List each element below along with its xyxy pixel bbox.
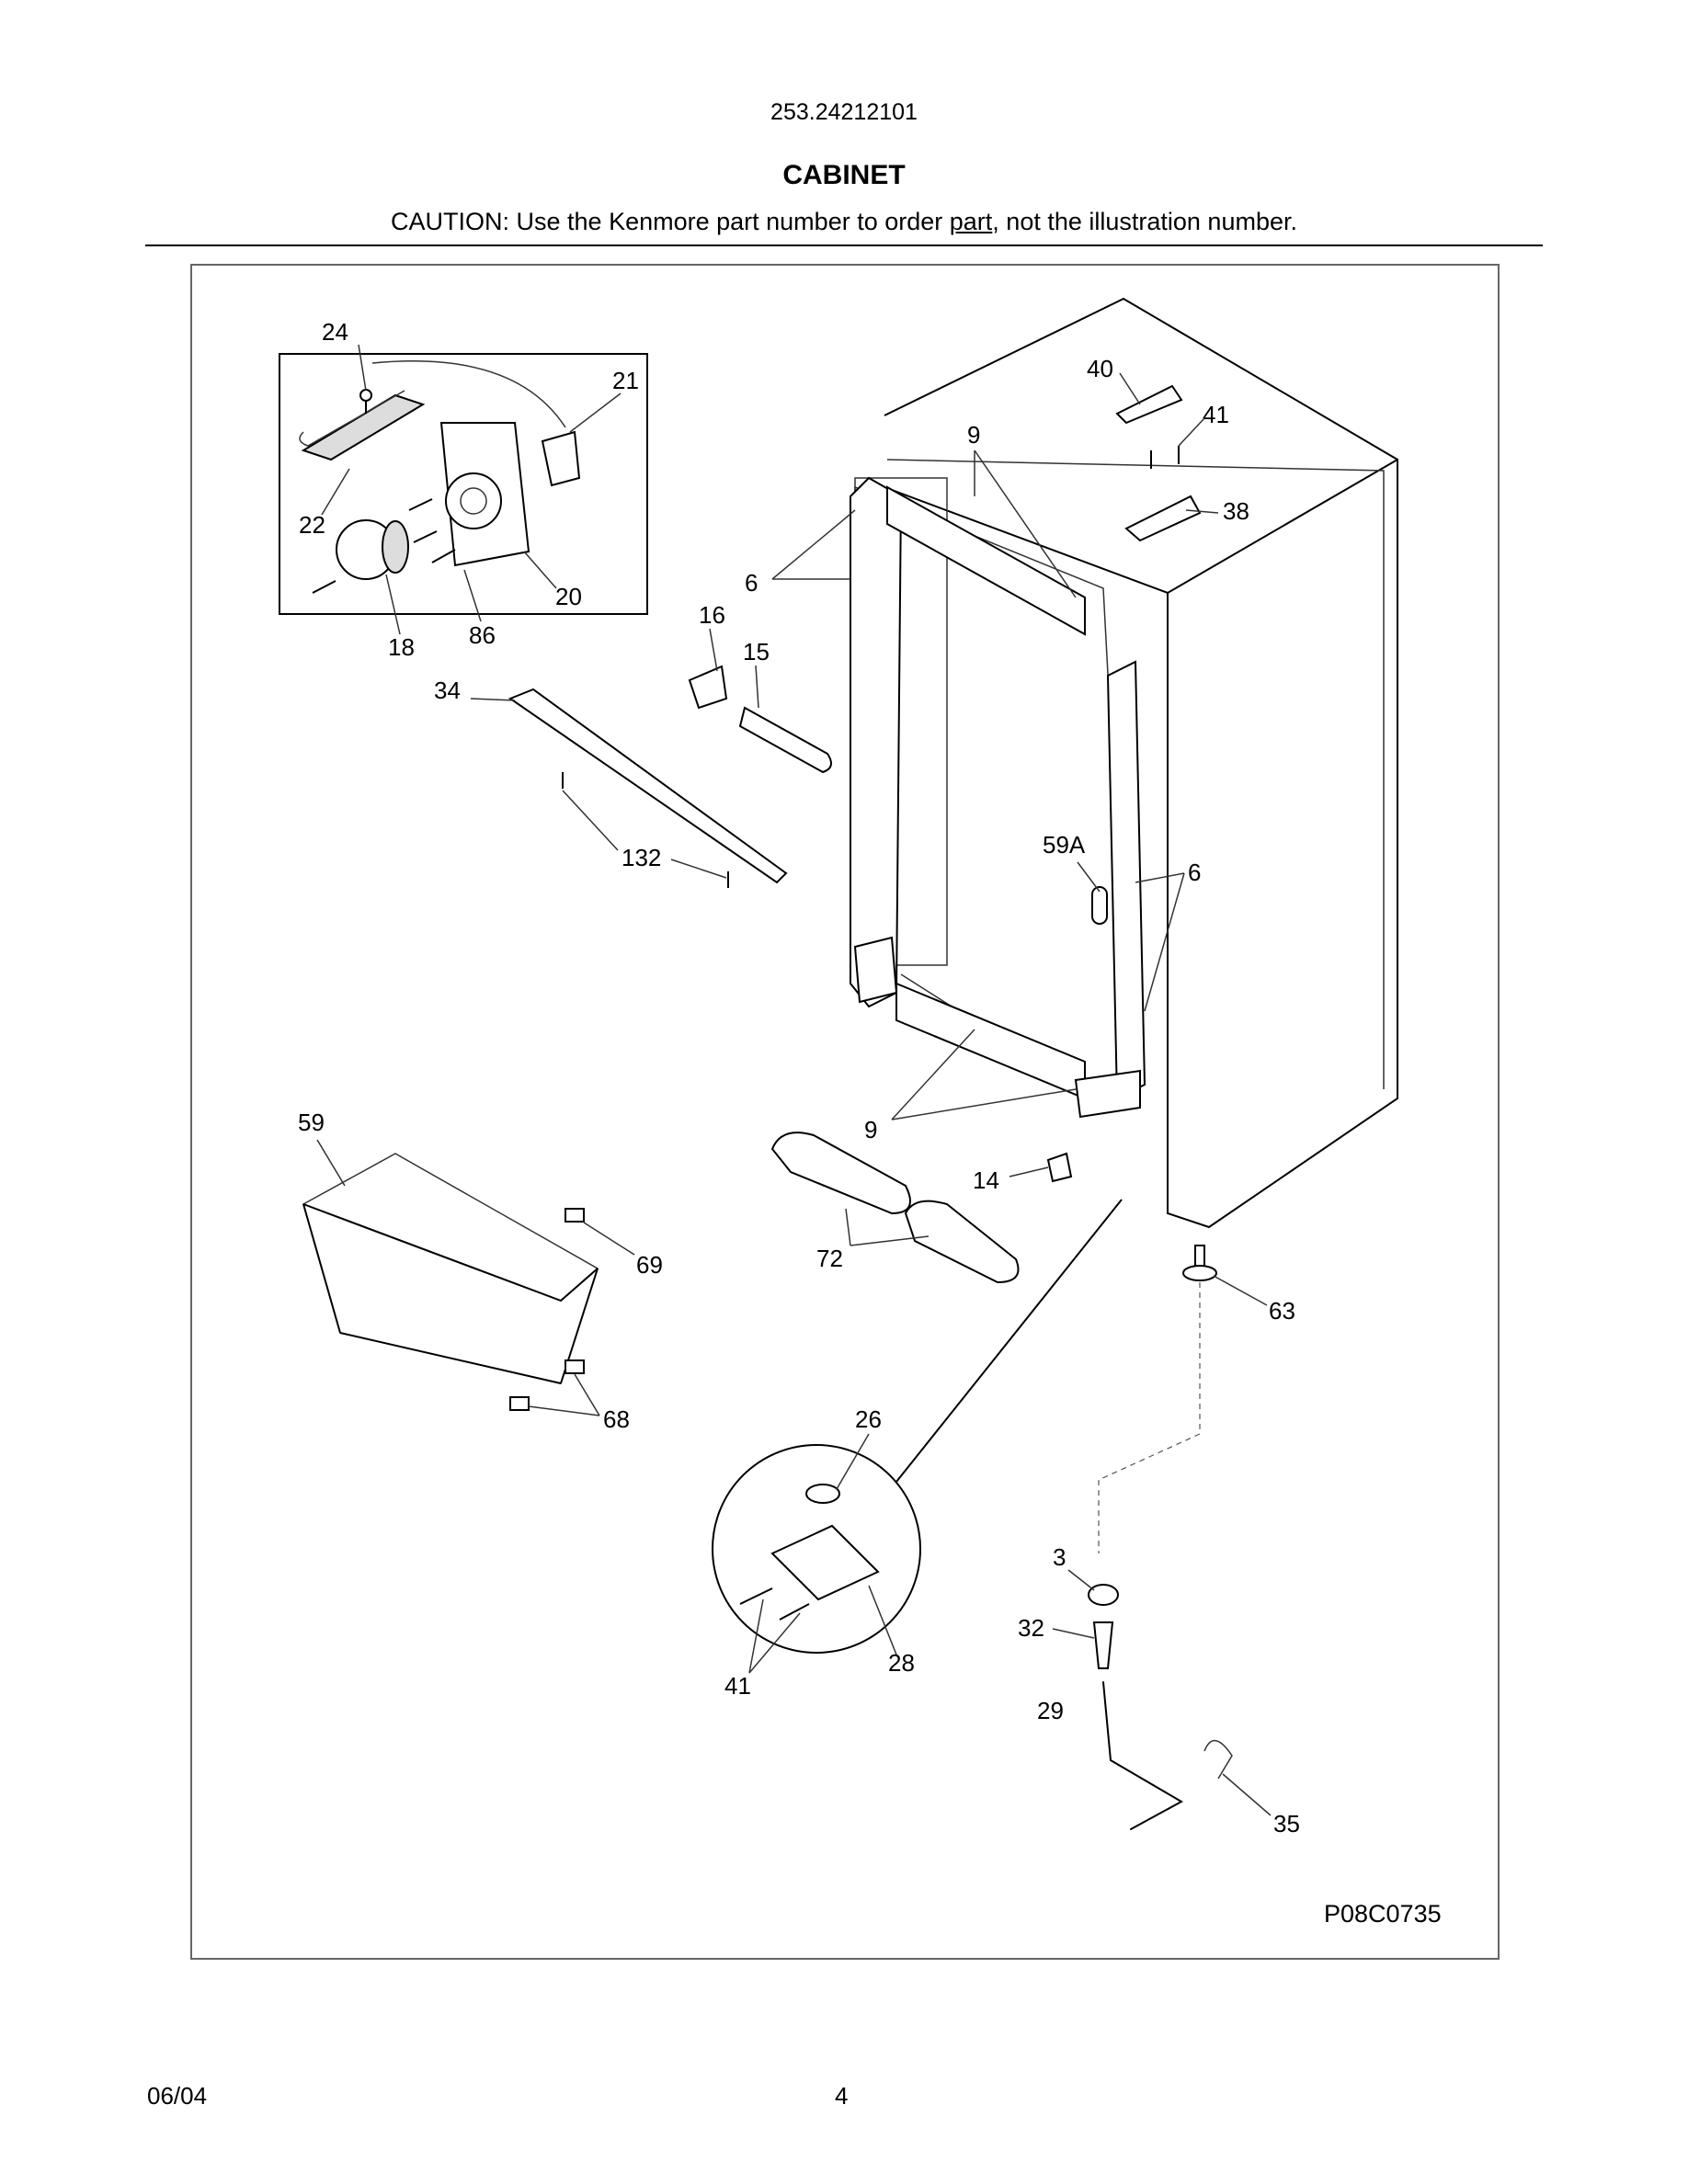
callout-41-top: 41 (1203, 401, 1229, 428)
callout-40: 40 (1087, 355, 1113, 382)
callout-6-right: 6 (1188, 859, 1201, 886)
breaker-strips (850, 476, 1146, 1119)
callout-34: 34 (434, 677, 461, 704)
control-inset-box (279, 353, 648, 615)
header-rule (145, 245, 1543, 246)
callout-16: 16 (699, 601, 725, 629)
top-hinge-parts (1115, 384, 1202, 542)
control-assembly-parts (299, 360, 581, 594)
callout-24: 24 (322, 318, 348, 346)
callout-32: 32 (1018, 1614, 1044, 1642)
callout-68: 68 (603, 1405, 630, 1433)
callout-69: 69 (636, 1251, 663, 1279)
callout-29: 29 (1037, 1697, 1064, 1724)
caution-suffix: , not the illustration number. (992, 208, 1297, 235)
light-lens (1091, 886, 1108, 925)
callout-63: 63 (1269, 1297, 1295, 1325)
drain-parts (1088, 1584, 1233, 1830)
callout-9-bottom: 9 (864, 1116, 877, 1143)
callout-22: 22 (299, 511, 325, 539)
model-number: 253.24212101 (770, 99, 918, 125)
callout-38: 38 (1223, 497, 1249, 525)
shelf-strip (508, 688, 788, 888)
hinge-detail-inset (712, 1199, 1123, 1654)
callout-35: 35 (1273, 1810, 1300, 1837)
callout-28: 28 (888, 1649, 915, 1677)
caution-prefix: CAUTION: Use the Kenmore part number to … (391, 208, 950, 235)
callout-14: 14 (973, 1166, 999, 1194)
section-title: CABINET (782, 160, 906, 190)
callout-leader-lines (316, 344, 1272, 1816)
page-number: 4 (835, 2082, 849, 2110)
wire-basket (302, 1153, 599, 1411)
callout-132: 132 (622, 844, 661, 871)
callout-86: 86 (469, 621, 496, 649)
callout-18: 18 (388, 633, 415, 661)
callout-21: 21 (612, 367, 639, 394)
kick-grilles (770, 1132, 1020, 1284)
callout-labels: 24 21 22 20 18 86 16 15 6 9 40 41 38 34 … (298, 318, 1300, 1837)
callout-3: 3 (1053, 1543, 1066, 1571)
callout-26: 26 (855, 1405, 882, 1433)
leveling-leg (1182, 1245, 1217, 1281)
callout-72: 72 (816, 1245, 843, 1272)
callout-9-top: 9 (967, 421, 980, 449)
callout-59a: 59A (1043, 831, 1086, 859)
callout-59: 59 (298, 1109, 325, 1136)
callout-41-bottom: 41 (724, 1672, 751, 1700)
callout-6-left: 6 (745, 569, 758, 597)
callout-15: 15 (743, 638, 770, 665)
caution-note: CAUTION: Use the Kenmore part number to … (0, 208, 1688, 236)
callout-20: 20 (555, 583, 582, 610)
drawing-code: P08C0735 (1324, 1900, 1442, 1928)
caution-underlined: part (949, 208, 993, 235)
door-switch (1046, 1152, 1073, 1183)
diagram-frame (190, 264, 1500, 1960)
footer-date: 06/04 (147, 2082, 208, 2110)
light-parts (688, 665, 832, 774)
assembly-axis-line (1098, 1282, 1201, 1553)
